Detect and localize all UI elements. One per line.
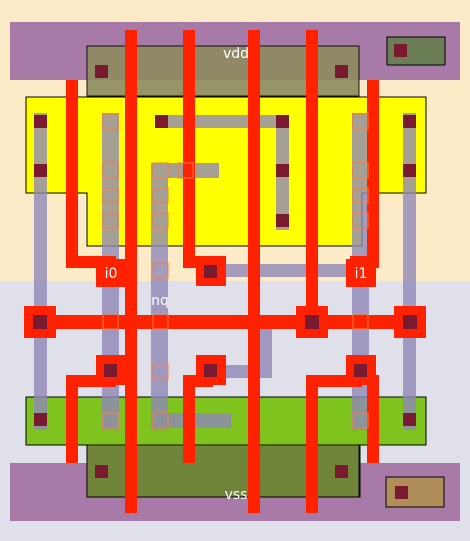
metal1-wire xyxy=(155,115,285,128)
poly-wire xyxy=(306,375,318,513)
contact-site xyxy=(152,162,169,179)
poly-wire xyxy=(367,80,379,268)
contact xyxy=(104,364,117,377)
contact xyxy=(276,115,289,128)
contact-site xyxy=(102,113,119,130)
vss-label: vss xyxy=(225,487,248,503)
contact-site xyxy=(352,187,369,204)
contact xyxy=(95,65,108,78)
contact xyxy=(204,265,217,278)
contact xyxy=(305,315,319,329)
output-label-nq: nq xyxy=(151,293,169,309)
contact xyxy=(34,413,47,426)
contact xyxy=(33,315,47,329)
contact-site xyxy=(177,162,194,179)
contact xyxy=(335,65,348,78)
contact-site xyxy=(152,212,169,229)
contact-site xyxy=(102,162,119,179)
contact-site xyxy=(152,363,169,380)
contact xyxy=(155,115,168,128)
metal1-wire xyxy=(259,316,272,378)
contact xyxy=(403,315,417,329)
vdd-label: vdd xyxy=(223,46,249,62)
metal1-wire xyxy=(206,264,366,277)
poly-wire xyxy=(66,375,78,463)
contact xyxy=(276,214,289,227)
metal1-wire xyxy=(34,113,47,430)
poly-contact xyxy=(96,259,126,287)
poly-contacts xyxy=(24,256,426,385)
input-label-i1: i1 xyxy=(355,266,368,282)
poly-wire xyxy=(367,375,379,463)
contact-sites xyxy=(102,113,369,429)
contact-site xyxy=(352,412,369,429)
contact xyxy=(34,164,47,177)
metal1-output-wire xyxy=(151,163,168,430)
contact xyxy=(204,364,217,377)
contact xyxy=(276,164,289,177)
contact-site xyxy=(152,187,169,204)
contact-site xyxy=(102,313,119,330)
contact xyxy=(95,465,108,478)
poly-contact xyxy=(346,259,376,287)
poly-wire xyxy=(26,315,410,329)
contact xyxy=(394,44,407,57)
contact-site xyxy=(352,313,369,330)
contact-site xyxy=(352,113,369,130)
pwell-tap-box xyxy=(385,476,445,508)
diffusion-contacts xyxy=(34,44,416,499)
contact-site xyxy=(152,412,169,429)
poly-wire xyxy=(125,30,137,513)
poly-wire xyxy=(306,30,318,327)
contact xyxy=(395,486,408,499)
contact-site xyxy=(102,212,119,229)
contact xyxy=(335,465,348,478)
contact xyxy=(403,164,416,177)
poly-wire xyxy=(183,30,195,268)
poly-wire xyxy=(66,80,78,268)
contact-site xyxy=(102,412,119,429)
input-label-i0: i0 xyxy=(105,266,118,282)
contact-site xyxy=(352,212,369,229)
poly-wire xyxy=(248,30,260,513)
contact xyxy=(34,115,47,128)
contact xyxy=(403,115,416,128)
contact-site xyxy=(102,187,119,204)
contact-site xyxy=(152,262,169,279)
poly-wire xyxy=(183,375,195,463)
metal1-wire xyxy=(403,113,416,430)
contact xyxy=(354,364,367,377)
contact-site xyxy=(152,313,169,330)
contact-site xyxy=(352,162,369,179)
contact xyxy=(403,413,416,426)
